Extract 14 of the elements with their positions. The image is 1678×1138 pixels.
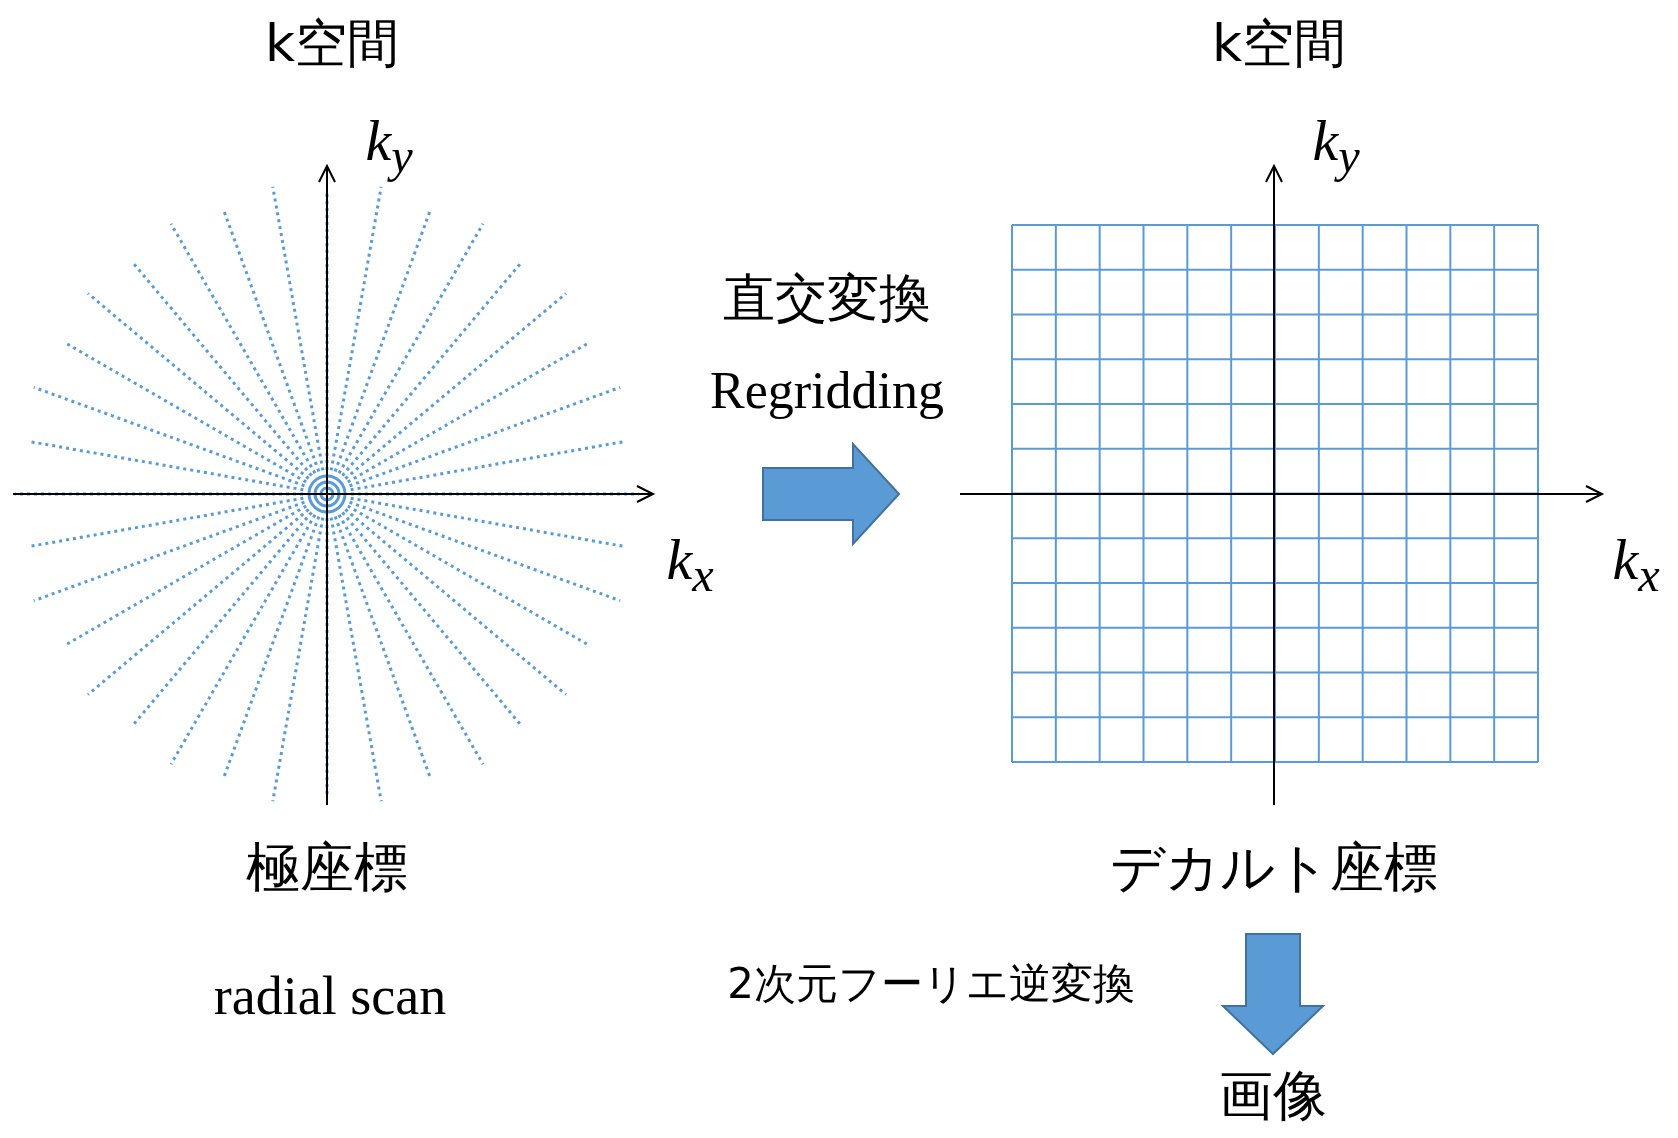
image-label: 画像 bbox=[1219, 1069, 1327, 1123]
axis-label: k$_{y}$ bbox=[1312, 111, 1360, 181]
section-title: k空間 bbox=[264, 17, 400, 69]
coordinate-caption: 極座標 bbox=[246, 841, 408, 895]
coordinate-caption: デカルト座標 bbox=[1110, 841, 1438, 895]
axis-label: k$_{y}$ bbox=[365, 111, 413, 181]
edge-label: 直交変換 Regridding bbox=[709, 267, 945, 421]
block-arrow bbox=[762, 441, 901, 547]
edge-label: 2次元フーリエ逆変換 bbox=[727, 963, 1135, 1005]
scan-caption: radial scan bbox=[213, 969, 447, 1023]
section-title: k空間 bbox=[1211, 17, 1347, 69]
axis-label: k$_{x}$ bbox=[1612, 530, 1660, 600]
block-arrow bbox=[1220, 933, 1326, 1056]
axis-label: k$_{x}$ bbox=[666, 530, 714, 600]
